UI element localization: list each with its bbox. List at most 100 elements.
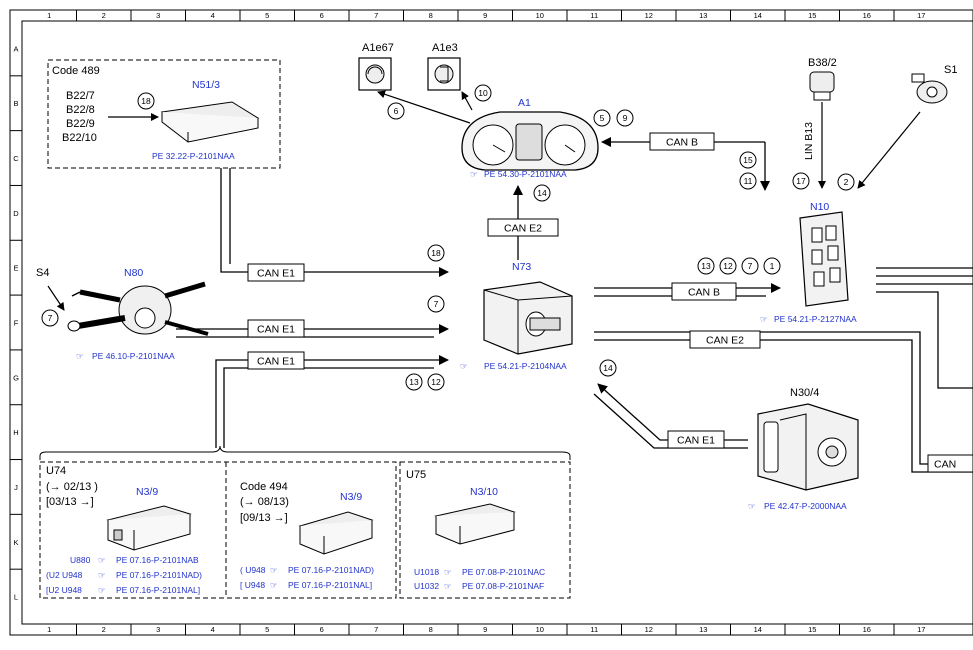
u74-date-to: (→ 02/13 ) [46, 481, 98, 493]
svg-text:☞: ☞ [270, 565, 278, 575]
signal-circle: 7 [741, 257, 759, 275]
u74-variant-1: U880 [70, 555, 91, 565]
grid-column-label: 1 [47, 11, 51, 20]
svg-text:13: 13 [701, 261, 711, 271]
signal-circle: 17 [792, 172, 810, 190]
svg-text:☞: ☞ [98, 570, 106, 580]
svg-text:9: 9 [623, 113, 628, 123]
u75-variant-2: U1032 [414, 581, 439, 591]
svg-text:1: 1 [770, 261, 775, 271]
svg-text:5: 5 [600, 113, 605, 123]
svg-text:18: 18 [141, 96, 151, 106]
grid-column-label: 3 [156, 11, 160, 20]
frame-border [9, 9, 973, 636]
grid-column-label: 13 [699, 11, 707, 20]
grid-row-label: K [13, 538, 18, 547]
grid-column-label: 15 [808, 11, 816, 20]
u75-box [399, 461, 571, 599]
signal-circle: 12 [719, 257, 737, 275]
grid-row-label: A [13, 44, 18, 53]
grid-row-label: F [14, 319, 19, 328]
svg-text:7: 7 [748, 261, 753, 271]
u74-variant-3: [U2 U948 [46, 585, 82, 595]
grid-column-label: 6 [320, 11, 324, 20]
n3-9-label: N3/9 [340, 491, 362, 503]
can-b-label: CAN B [666, 137, 698, 149]
u74-ref-2: PE 07.16-P-2101NAD) [116, 570, 202, 580]
svg-text:☞: ☞ [98, 555, 106, 565]
svg-text:7: 7 [434, 299, 439, 309]
can-edge-label: CAN [934, 459, 956, 471]
lin-b13-label: LIN B13 [803, 122, 815, 160]
can-e2-label: CAN E2 [504, 223, 542, 235]
signal-circle: 7 [41, 309, 59, 327]
n3-10-label: N3/10 [470, 486, 498, 498]
signal-circle: 1 [763, 257, 781, 275]
b22-10-label: B22/10 [62, 132, 97, 144]
n10-label: N10 [810, 201, 829, 213]
n51-3-label: N51/3 [192, 79, 220, 91]
engine-control-unit-icon [106, 505, 192, 551]
grid-row-label: B [13, 99, 18, 108]
n80-ref: PE 46.10-P-2101NAA [92, 351, 175, 361]
grid-column-label: 13 [699, 625, 707, 634]
code494-label: Code 494 [240, 481, 288, 493]
parktronic-control-unit-icon [160, 101, 260, 143]
grid-column-label: 11 [590, 11, 598, 20]
c494-ref-1: PE 07.16-P-2101NAD) [288, 565, 374, 575]
engine-control-unit-icon [434, 503, 516, 545]
ignition-switch-icon [911, 73, 948, 104]
svg-text:☞: ☞ [270, 580, 278, 590]
grid-column-label: 12 [645, 11, 653, 20]
u74-box [39, 461, 397, 599]
n73-ref: PE 54.21-P-2104NAA [484, 361, 567, 371]
signal-circle: 5 [593, 109, 611, 127]
c494-variant-1: ( U948 [240, 565, 266, 575]
c494-ref-2: PE 07.16-P-2101NAL] [288, 580, 372, 590]
s1-label: S1 [944, 64, 957, 76]
grid-row-label: E [13, 264, 18, 273]
grid-row-label: H [13, 428, 18, 437]
book-icon: ☞ [76, 351, 84, 361]
grid-column-label: 4 [211, 625, 215, 634]
grid-column-label: 14 [754, 11, 762, 20]
grid-column-label: 5 [265, 625, 269, 634]
b22-7-label: B22/7 [66, 90, 95, 102]
grid-column-label: 2 [102, 625, 106, 634]
svg-text:12: 12 [431, 377, 441, 387]
steering-column-module-icon [67, 281, 209, 336]
svg-text:6: 6 [394, 106, 399, 116]
signal-circle: 18 [137, 92, 155, 110]
signal-circle: 10 [474, 84, 492, 102]
electronic-ignition-lock-icon [483, 281, 573, 355]
code489-label: Code 489 [52, 65, 100, 77]
u74-variant-2: (U2 U948 [46, 570, 83, 580]
svg-text:10: 10 [478, 88, 488, 98]
grid-column-label: 8 [429, 625, 433, 634]
a1-label: A1 [518, 97, 531, 109]
grid-column-label: 1 [47, 625, 51, 634]
book-icon: ☞ [748, 501, 756, 511]
signal-circle: 15 [739, 151, 757, 169]
svg-text:11: 11 [744, 176, 753, 186]
svg-text:14: 14 [603, 363, 613, 373]
u74-ref-3: PE 07.16-P-2101NAL] [116, 585, 200, 595]
a1-ref: PE 54.30-P-2101NAA [484, 169, 567, 179]
grid-column-label: 17 [917, 625, 925, 634]
svg-text:☞: ☞ [98, 585, 106, 595]
svg-text:15: 15 [743, 155, 753, 165]
grid-column-label: 9 [483, 11, 487, 20]
grid-column-label: 3 [156, 625, 160, 634]
rain-light-sensor-icon [809, 71, 835, 101]
svg-text:7: 7 [48, 313, 53, 323]
grid-column-label: 16 [863, 625, 871, 634]
n51-3-ref: PE 32.22-P-2101NAA [152, 151, 235, 161]
grid-column-label: 2 [102, 11, 106, 20]
can-e1-label: CAN E1 [677, 435, 715, 447]
grid-column-label: 15 [808, 625, 816, 634]
b38-2-label: B38/2 [808, 57, 837, 69]
a1e3-label: A1e3 [432, 42, 458, 54]
n73-label: N73 [512, 261, 531, 273]
grid-column-label: 12 [645, 625, 653, 634]
